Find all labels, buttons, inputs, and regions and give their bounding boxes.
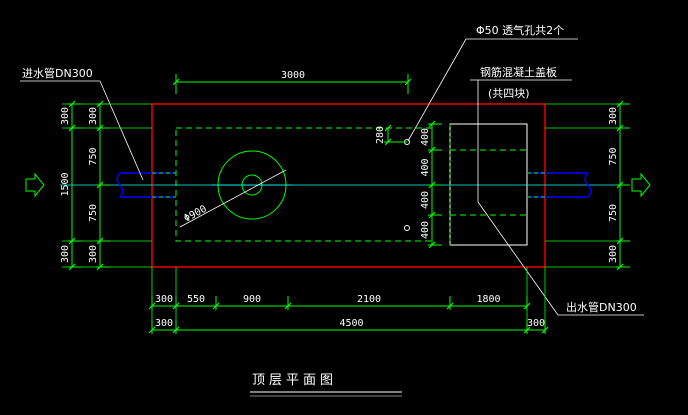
right-inner-slash	[428, 211, 436, 219]
bottom-row1-slash	[212, 302, 220, 310]
bottom-row1-value: 1800	[476, 294, 500, 305]
left-inner-value: 300	[88, 245, 99, 263]
right-inner-value: 400	[420, 221, 431, 239]
right-inner-value: 400	[420, 191, 431, 209]
right-side-value: 750	[608, 147, 619, 165]
right-inner-slash	[428, 146, 436, 154]
cover-plate-label: 钢筋混凝土盖板	[480, 65, 557, 79]
tank-outer-wall	[151, 103, 546, 268]
inlet-pipe-label-group: 进水管DN300	[20, 66, 144, 181]
right-inner-value: 400	[420, 128, 431, 146]
inlet-pipe-label: 进水管DN300	[22, 66, 93, 80]
bottom-row1-slash	[284, 302, 292, 310]
side-dimensions: 300 750 750 300 300 1500 300 300 750 750 300 400 400…	[60, 100, 630, 271]
right-inner-slash	[428, 181, 436, 189]
right-inner-value: 400	[420, 158, 431, 176]
left-inner-value: 300	[88, 107, 99, 125]
left-outer-value: 300	[60, 245, 71, 263]
cover-plate-count: (共四块)	[488, 87, 530, 100]
outflow-arrow-icon	[631, 172, 651, 198]
bottom-row2-value: 300	[155, 318, 173, 329]
cover-plate-area	[449, 123, 528, 246]
diameter-leader	[179, 169, 287, 228]
left-inner-value: 750	[88, 147, 99, 165]
left-inner-value: 750	[88, 204, 99, 222]
right-side-slash	[616, 181, 624, 189]
bottom-dimensions: 300 550 900 2100 1800 300 4500 300	[148, 267, 549, 334]
right-side-value: 300	[608, 245, 619, 263]
top-dimension	[176, 74, 408, 94]
bottom-row1-slash	[446, 302, 454, 310]
left-outer-value: 1500	[60, 172, 71, 196]
bottom-row1-value: 550	[187, 294, 205, 305]
left-outer-value: 300	[60, 107, 71, 125]
bottom-row1-value: 2100	[357, 294, 381, 305]
vent-offset-dimension	[384, 128, 407, 142]
outlet-pipe-label: 出水管DN300	[566, 300, 637, 314]
drawing-title: 顶层平面图	[252, 373, 337, 388]
tank-inner-chamber	[175, 127, 433, 242]
bottom-row1-value: 300	[155, 294, 173, 305]
inflow-arrow-icon	[25, 172, 45, 198]
right-side-value: 300	[608, 107, 619, 125]
vent-holes-label: Φ50 透气孔共2个	[476, 23, 564, 37]
inlet-pipe	[116, 172, 176, 198]
diameter-mark: Φ900	[182, 204, 208, 225]
vent-hole-icon	[404, 225, 410, 231]
bottom-row2-value: 300	[527, 318, 545, 329]
outlet-pipe-label-group: 出水管DN300	[477, 201, 644, 316]
bottom-row1-value: 900	[243, 294, 261, 305]
right-inner-slash	[428, 241, 436, 249]
outlet-pipe	[527, 172, 592, 198]
vent-offset-value: 280	[375, 126, 386, 144]
cover-plate-label-group: 钢筋混凝土盖板 (共四块)	[470, 65, 572, 202]
top-dimension-value: 3000	[281, 70, 305, 81]
right-inner-slash	[428, 120, 436, 128]
bottom-row2-value: 4500	[339, 318, 363, 329]
left-inner-slash	[96, 181, 104, 189]
vent-holes-label-group: Φ50 透气孔共2个	[407, 23, 578, 142]
right-side-value: 750	[608, 204, 619, 222]
